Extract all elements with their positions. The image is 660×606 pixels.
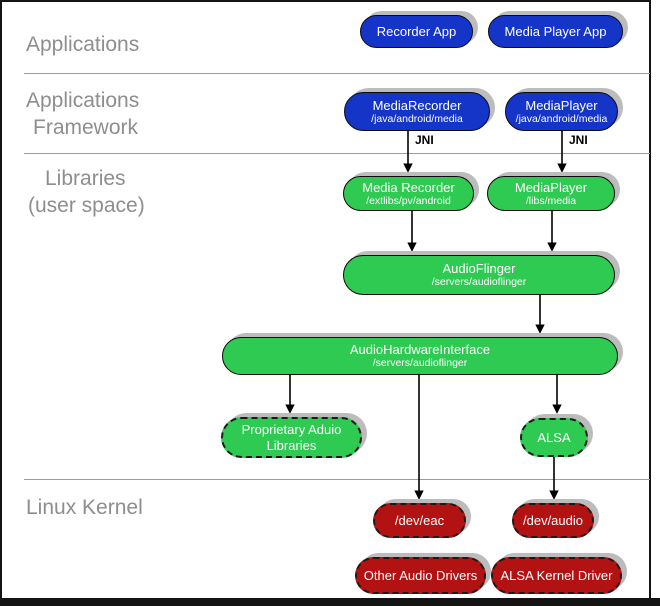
node-title: Recorder App (376, 23, 457, 39)
node-mediaplayer-framework: MediaPlayer /java/android/media (505, 92, 618, 131)
node-title: MediaPlayer (525, 97, 598, 113)
node-media-recorder-lib: Media Recorder /extlibs/pv/android (343, 176, 474, 211)
divider-framework-libraries (24, 153, 650, 154)
node-title: /dev/eac (394, 512, 445, 528)
diagram-bottom-border (0, 598, 660, 606)
node-title: /dev/audio (523, 512, 583, 528)
divider-libraries-kernel (24, 479, 650, 480)
node-audiohardwareinterface: AudioHardwareInterface /servers/audiofli… (222, 337, 618, 375)
node-title: AudioHardwareInterface (349, 342, 491, 358)
node-recorder-app: Recorder App (360, 15, 473, 48)
node-title: ALSA (537, 429, 571, 445)
node-title: MediaRecorder (372, 97, 462, 113)
node-subtitle: /java/android/media (515, 112, 608, 125)
section-label-applications-framework: Applications Framework (26, 87, 139, 141)
node-title: AudioFlinger (442, 261, 516, 277)
node-dev-eac: /dev/eac (373, 503, 466, 538)
jni-label-right: JNI (569, 133, 588, 147)
section-label-linux-kernel: Linux Kernel (26, 494, 143, 521)
section-label-applications: Applications (26, 31, 139, 58)
section-label-text: (user space) (28, 194, 145, 217)
node-mediaplayer-lib: MediaPlayer /libs/media (487, 176, 615, 211)
section-label-text: Applications (26, 89, 140, 112)
node-title: MediaPlayer (514, 179, 588, 195)
section-label-text: Applications (26, 33, 140, 56)
jni-label-left: JNI (415, 133, 434, 147)
section-label-text: Framework (33, 116, 139, 139)
node-title: Proprietary Aduio Libraries (241, 422, 342, 453)
node-media-player-app: Media Player App (488, 15, 623, 48)
node-subtitle: /libs/media (525, 194, 577, 207)
node-subtitle: /servers/audioflinger (372, 357, 468, 370)
node-proprietary-audio-libraries: Proprietary Aduio Libraries (221, 417, 362, 458)
section-label-libraries: Libraries (user space) (28, 165, 145, 219)
node-subtitle: /java/android/media (371, 112, 463, 125)
node-alsa-kernel-driver: ALSA Kernel Driver (491, 557, 622, 594)
node-title: ALSA Kernel Driver (500, 567, 613, 583)
node-alsa: ALSA (520, 418, 588, 457)
node-mediarecorder-framework: MediaRecorder /java/android/media (344, 92, 490, 131)
node-title: Media Player App (504, 23, 607, 39)
node-other-audio-drivers: Other Audio Drivers (355, 557, 486, 594)
node-subtitle: /servers/audioflinger (431, 276, 527, 289)
node-title: Other Audio Drivers (363, 567, 478, 583)
node-audioflinger: AudioFlinger /servers/audioflinger (343, 255, 615, 295)
node-subtitle: /extlibs/pv/android (366, 194, 451, 207)
divider-applications-framework (24, 73, 650, 74)
section-label-text: Libraries (45, 167, 126, 190)
node-dev-audio: /dev/audio (512, 503, 594, 538)
section-label-text: Linux Kernel (26, 496, 143, 519)
node-title: Media Recorder (362, 179, 455, 195)
